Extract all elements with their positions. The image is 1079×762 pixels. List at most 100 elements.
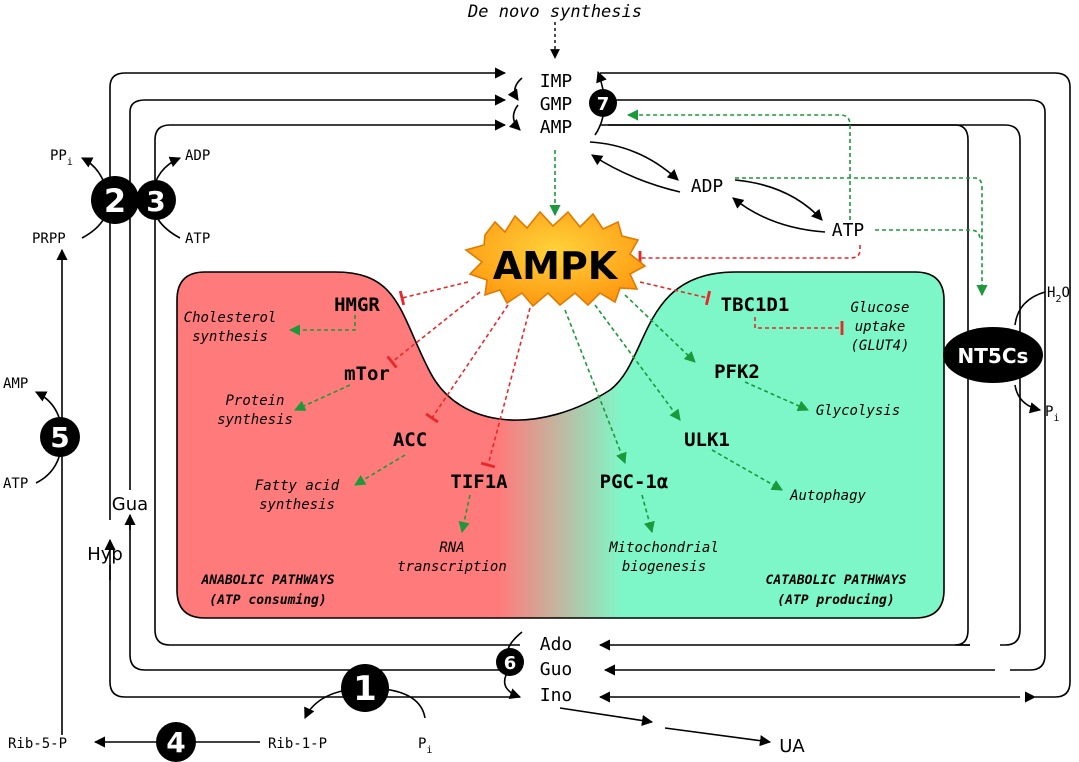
- hmgr-to-process: [288, 315, 356, 336]
- ampk-inhibits-hmgr: [398, 281, 469, 306]
- svg-text:1: 1: [353, 669, 377, 709]
- svg-text:5: 5: [50, 421, 69, 454]
- pfk2-label: PFK2: [714, 361, 760, 383]
- mtor-to-process: [293, 384, 351, 411]
- enzyme-marker-2[interactable]: 2: [91, 176, 139, 224]
- enzyme-marker-6[interactable]: 6: [496, 648, 524, 676]
- enzyme-marker-3[interactable]: 3: [136, 180, 176, 220]
- acc-to-process: [354, 454, 406, 486]
- catabolic-title: CATABOLIC PATHWAYS: [766, 573, 907, 588]
- atp-left-label: ATP: [185, 231, 210, 247]
- gua-label: Gua: [112, 494, 148, 515]
- adp-label: ADP: [691, 176, 724, 197]
- pgc1a-label: PGC-1α: [600, 471, 669, 493]
- loop-left-guo: [129, 520, 500, 671]
- loop-left-imp: [109, 67, 507, 520]
- loop-left-inner: [154, 200, 520, 646]
- ampk-activates-pfk2: [624, 294, 696, 363]
- loop-ino-imp: [600, 72, 1071, 703]
- adp-to-amp: [591, 154, 681, 193]
- tif1a-to-process: [458, 494, 471, 534]
- enzyme-marker-1[interactable]: 1: [341, 664, 389, 712]
- loop-guo-gmp: [605, 99, 1046, 671]
- atp-label: ATP: [832, 220, 865, 241]
- pgc1a-to-process: [641, 494, 655, 534]
- guo-ino-curl: [503, 674, 522, 699]
- enzyme-marker-7[interactable]: 7: [589, 89, 617, 117]
- adp-to-atp: [734, 179, 823, 221]
- catabolic-subtitle: (ATP producing): [777, 593, 894, 608]
- ampk-label: AMPK: [493, 244, 619, 288]
- atp-to-nt5cs: [875, 229, 981, 241]
- ampk-activates-pgc1a: [564, 309, 627, 465]
- tif1a-label: TIF1A: [450, 471, 508, 493]
- svg-text:7: 7: [597, 94, 610, 115]
- ppi-label: PPi: [50, 148, 73, 168]
- loop-ado-amp: [608, 124, 1021, 646]
- hmgr-label: HMGR: [334, 294, 380, 316]
- adp-to-nt5cs: [735, 177, 988, 297]
- autophagy-process: Autophagy: [789, 488, 866, 504]
- tbc1d1-label: TBC1D1: [721, 294, 790, 316]
- acc-label: ACC: [393, 429, 427, 451]
- ampk-inhibits-tif1a: [480, 307, 531, 469]
- imp-gmp-curl: [507, 77, 523, 101]
- ampk-inhibits-tbc1d1: [639, 281, 712, 306]
- rib1p-label: Rib-1-P: [268, 736, 327, 752]
- nt5cs-pi-label: Pi: [1045, 404, 1059, 424]
- ampk-inhibits-mtor: [386, 291, 481, 369]
- anabolic-subtitle: (ATP consuming): [209, 593, 326, 608]
- anabolic-title: ANABOLIC PATHWAYS: [200, 573, 334, 588]
- loop-left-gmp: [129, 94, 507, 490]
- h2o-in: [1014, 291, 1046, 326]
- atp-to-adp: [732, 197, 826, 233]
- gmp-label: GMP: [540, 94, 573, 115]
- svg-text:4: 4: [166, 726, 185, 759]
- ino-ua-1: [559, 707, 654, 727]
- enzyme-marker-4[interactable]: 4: [156, 722, 196, 762]
- ulk1-label: ULK1: [684, 429, 730, 451]
- nt5cs-enzyme[interactable]: NT5Cs: [943, 327, 1043, 383]
- loop-left-amp: [154, 119, 507, 200]
- mtor-label: mTor: [344, 363, 390, 385]
- enzyme-marker-5[interactable]: 5: [40, 417, 80, 457]
- loop-inner-right: [600, 124, 970, 646]
- glycolysis-process: Glycolysis: [816, 403, 900, 419]
- ua-label: UA: [779, 736, 805, 757]
- denovo-label: De novo synthesis: [467, 2, 642, 22]
- amp-to-adp: [589, 141, 679, 181]
- nt5cs-label: NT5Cs: [958, 344, 1029, 368]
- rib5p-label: Rib-5-P: [8, 736, 67, 752]
- h2o-label: H2O: [1047, 285, 1070, 305]
- svg-text:3: 3: [146, 185, 165, 218]
- adp-left-label: ADP: [185, 148, 210, 164]
- gmp-amp-curl: [508, 104, 521, 131]
- pfk2-to-process: [744, 381, 810, 412]
- imp-label: IMP: [540, 71, 573, 92]
- ino-ua-2: [664, 727, 772, 747]
- atp5-label: ATP: [3, 476, 28, 492]
- loop-left-ino: [109, 565, 520, 698]
- pi-out: [1014, 384, 1042, 414]
- hyp-label: Hyp: [87, 544, 123, 565]
- pathways-panel: [176, 271, 945, 619]
- svg-text:2: 2: [104, 182, 126, 220]
- ampk-star[interactable]: AMPK: [464, 210, 647, 308]
- tbc1d1-to-process: [754, 317, 844, 336]
- pi-label: Pi: [418, 736, 432, 756]
- ampk-inhibits-acc: [425, 304, 509, 424]
- ino-label: Ino: [540, 685, 573, 706]
- svg-text:6: 6: [504, 653, 517, 674]
- prpp-label: PRPP: [32, 231, 66, 247]
- guo-label: Guo: [540, 659, 573, 680]
- ado-label: Ado: [540, 634, 573, 655]
- amp5-label: AMP: [3, 376, 28, 392]
- amp-label: AMP: [540, 117, 573, 138]
